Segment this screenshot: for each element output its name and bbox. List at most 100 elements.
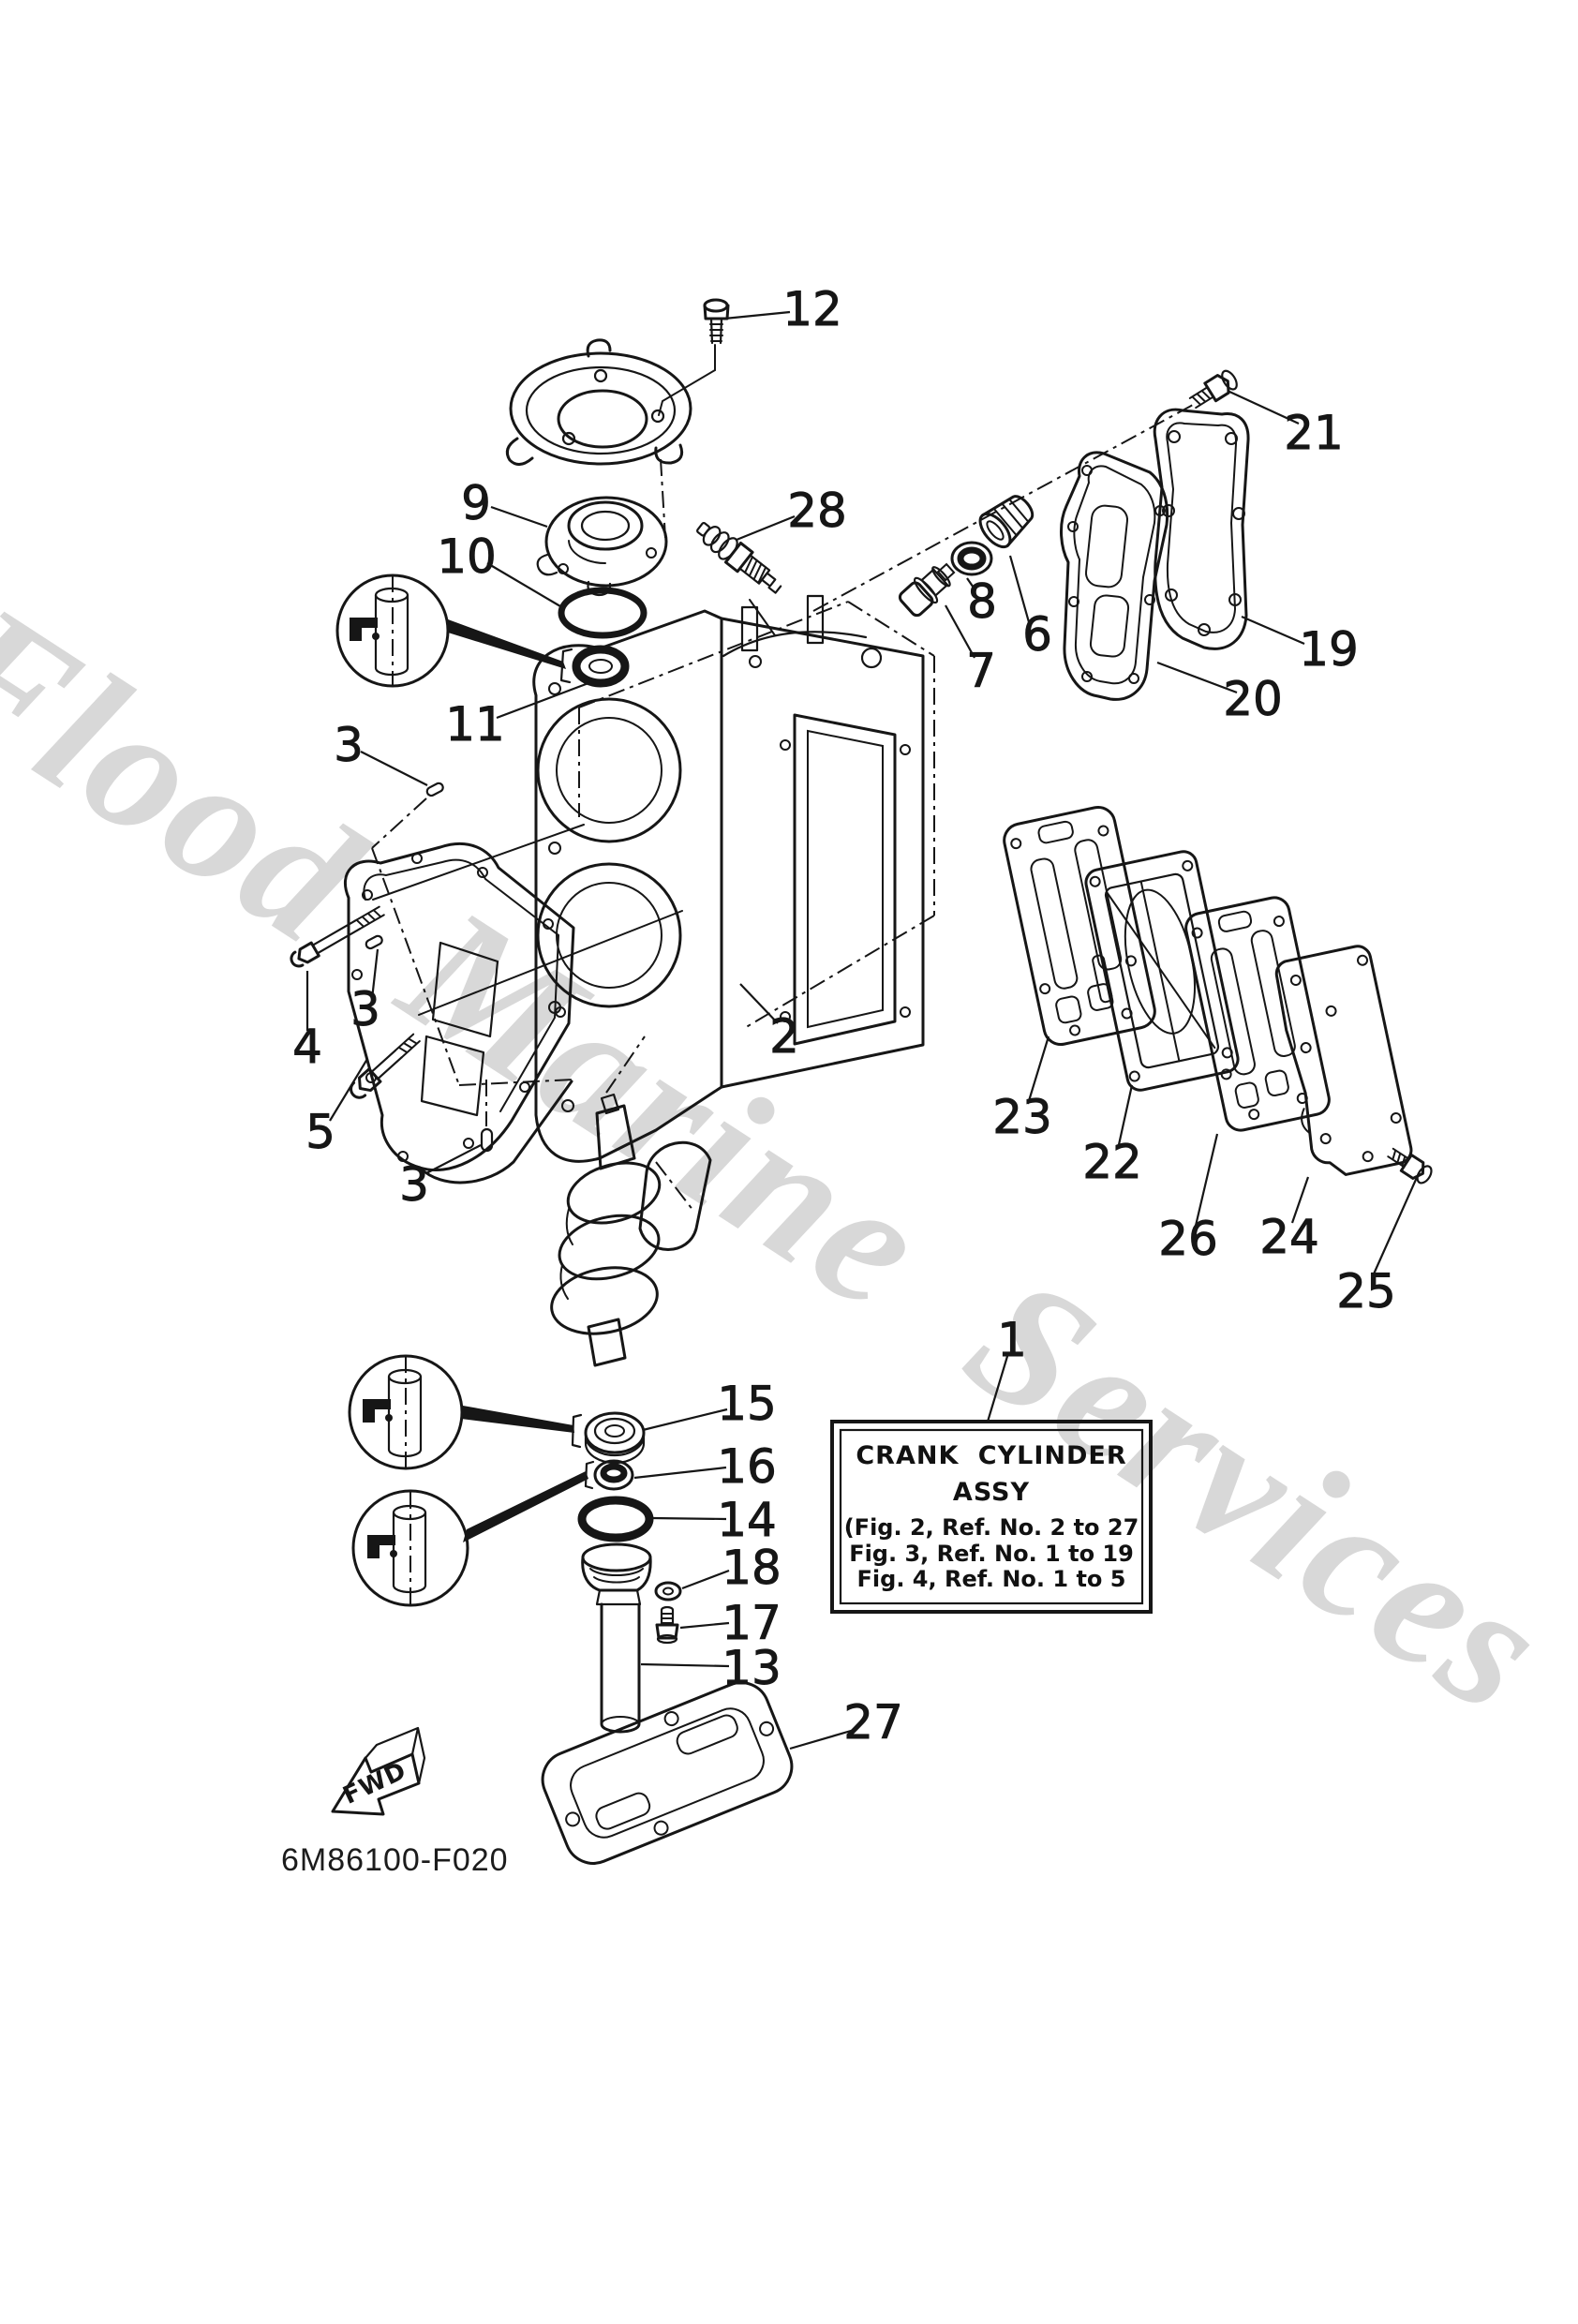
callout-7: 7 [966, 644, 996, 698]
seal-ring-8-drawing [950, 541, 993, 576]
leader-line-19 [1241, 615, 1305, 646]
bolt-5-drawing [350, 1033, 421, 1099]
bolt-4-drawing [290, 905, 385, 968]
callout-17: 17 [722, 1596, 782, 1650]
detail-pointer-bottom [463, 1471, 588, 1542]
leader-line-6 [1008, 555, 1031, 623]
leader-line-25 [1370, 1172, 1421, 1279]
leader-line-24 [1290, 1176, 1310, 1224]
detail-circle-pin-top [335, 574, 450, 688]
callout-8: 8 [967, 574, 997, 629]
drawing-code: 6M86100-F020 [281, 1842, 509, 1878]
callout-3-1: 3 [334, 718, 364, 772]
callout-18: 18 [722, 1541, 782, 1595]
fwd-arrow-label: FWD [339, 1757, 411, 1810]
leader-line-23 [1026, 1035, 1050, 1105]
base-gasket-27-drawing [541, 1681, 794, 1865]
leader-line-3-2 [370, 948, 380, 1000]
leader-line-13 [640, 1662, 730, 1668]
thermostat-cap-6-drawing [978, 495, 1035, 549]
callout-14: 14 [717, 1493, 777, 1547]
leader-line-26 [1194, 1133, 1219, 1227]
callout-23: 23 [992, 1090, 1052, 1144]
callout-13: 13 [722, 1641, 782, 1695]
crankshaft-drawing [550, 1093, 712, 1367]
leader-line-3-1 [360, 751, 428, 786]
assy-box-title-line1: CRANK CYLINDER [856, 1441, 1126, 1470]
leader-line-11 [496, 681, 589, 720]
leader-line-2 [739, 983, 779, 1024]
callout-2: 2 [769, 1009, 799, 1064]
assy-info-box: CRANK CYLINDER ASSY (Fig. 2, Ref. No. 2 … [830, 1420, 1153, 1614]
reed-valve-22-drawing [1084, 850, 1240, 1092]
callout-6: 6 [1022, 607, 1052, 662]
gasket-26-drawing [1184, 896, 1331, 1132]
assy-box-ref-line2: Fig. 3, Ref. No. 1 to 19 [849, 1541, 1134, 1567]
assy-box-ref-line1: (Fig. 2, Ref. No. 2 to 27 [844, 1514, 1139, 1541]
bearing-16-drawing [584, 1459, 634, 1491]
assy-box-ref-line3: Fig. 4, Ref. No. 1 to 5 [857, 1566, 1126, 1592]
plate-24-drawing [1274, 945, 1413, 1176]
screw-12-drawing [703, 298, 730, 345]
bolt-17-drawing [655, 1605, 679, 1645]
oil-seal-11-drawing [559, 645, 630, 688]
leader-line-7 [945, 604, 975, 659]
thermostat-7-drawing [898, 562, 956, 618]
leader-line-20 [1156, 661, 1238, 694]
leader-line-21 [1227, 390, 1300, 425]
leader-line-17 [679, 1621, 730, 1630]
leader-line-22 [1116, 1084, 1134, 1150]
callout-26: 26 [1158, 1212, 1218, 1266]
crankcase-drawing [343, 842, 575, 1184]
callout-24: 24 [1259, 1210, 1319, 1264]
cover-plate-19-drawing [1153, 408, 1250, 650]
leader-line-8 [966, 577, 976, 591]
leader-line-28 [736, 514, 796, 542]
cover-plate-drawing [505, 338, 692, 466]
leader-line-16 [633, 1466, 727, 1480]
callout-21: 21 [1284, 406, 1344, 460]
callout-16: 16 [717, 1439, 777, 1494]
callout-1: 1 [997, 1313, 1027, 1367]
leader-line-12 [723, 310, 791, 320]
leader-line-10 [486, 562, 561, 607]
callout-28: 28 [787, 484, 847, 538]
assy-box-title-line2: ASSY [953, 1478, 1030, 1507]
callout-9: 9 [461, 476, 491, 530]
callout-25: 25 [1336, 1264, 1396, 1318]
o-ring-10-drawing [558, 587, 648, 639]
callout-10: 10 [437, 529, 497, 584]
centerlines [371, 344, 1194, 1606]
leader-line-9 [490, 505, 548, 529]
callout-4: 4 [292, 1020, 322, 1074]
callout-20: 20 [1223, 672, 1283, 726]
detail-pointer-top [448, 619, 566, 669]
leader-line-1 [986, 1352, 1010, 1423]
leader-line-14 [651, 1516, 727, 1521]
seal-housing-9-drawing [536, 496, 668, 597]
fwd-arrow: FWD [331, 1726, 426, 1816]
callout-5: 5 [305, 1105, 335, 1159]
callout-15: 15 [717, 1377, 777, 1431]
dowel-pin-drawings [365, 782, 494, 1153]
washer-18-drawing [654, 1581, 682, 1601]
callout-19: 19 [1299, 622, 1359, 677]
spark-plug-28-drawing [696, 521, 782, 594]
callout-11: 11 [445, 697, 505, 752]
bolt-21-drawing [1188, 369, 1238, 410]
gasket-20-drawing [1059, 451, 1169, 701]
leader-line-27 [789, 1727, 858, 1750]
callout-12: 12 [782, 282, 842, 336]
leader-line-3-3 [425, 1144, 482, 1174]
callout-layer: 1233345678910111213141516171819202122232… [292, 282, 1421, 1750]
callout-3-3: 3 [399, 1157, 429, 1212]
bearing-15-drawing [571, 1411, 646, 1465]
leader-line-15 [642, 1408, 728, 1432]
gasket-23-drawing [1003, 805, 1156, 1047]
leader-line-5 [329, 1058, 368, 1122]
callout-3-2: 3 [350, 982, 380, 1036]
callout-27: 27 [843, 1695, 903, 1750]
detail-pointer-mid [461, 1406, 574, 1433]
